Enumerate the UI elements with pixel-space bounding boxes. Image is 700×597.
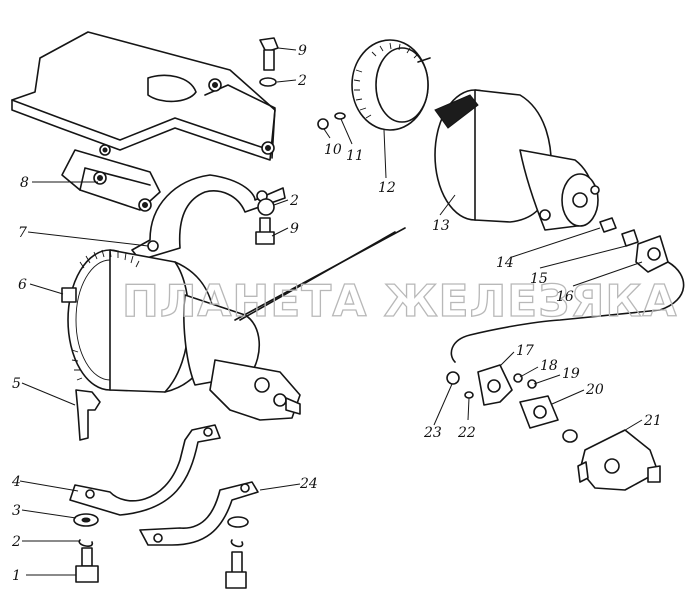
callout-9b: 9: [290, 221, 299, 237]
bearing-cage: [351, 39, 431, 131]
watermark-text: ПЛАНЕТА ЖЕЛЕЗЯКА: [122, 276, 677, 327]
callout-21: 21: [643, 413, 662, 429]
callout-6: 6: [18, 277, 27, 293]
callout-13: 13: [432, 218, 450, 234]
callout-2b: 2: [297, 73, 307, 89]
callout-2a: 2: [11, 534, 21, 550]
callout-23: 23: [423, 425, 442, 441]
mounting-bracket-plate: [11, 31, 276, 212]
callout-14: 14: [496, 255, 514, 271]
callout-17: 17: [516, 343, 534, 359]
pump-assembly-left: [61, 249, 301, 421]
callout-2c: 2: [289, 193, 299, 209]
fuel-line: [450, 261, 685, 363]
fasteners-left: [73, 389, 101, 583]
callout-3: 3: [12, 503, 21, 519]
callout-15: 15: [530, 271, 548, 287]
callout-18: 18: [540, 358, 558, 374]
washer-11: [334, 112, 346, 120]
upper-clamp: [131, 174, 286, 261]
leader-lines: [19, 47, 643, 576]
screw-10: [317, 118, 329, 130]
small-parts-right: [599, 217, 669, 273]
callout-8: 8: [20, 175, 29, 191]
callout-10: 10: [324, 142, 342, 158]
callout-5: 5: [12, 376, 21, 392]
callout-7: 7: [18, 225, 27, 241]
callout-1: 1: [12, 568, 21, 584]
lower-clamp-4: [69, 424, 221, 516]
guide-line-2: [239, 231, 396, 321]
callout-9a: 9: [298, 43, 307, 59]
lower-clamp-24: [139, 481, 259, 589]
callout-4: 4: [11, 474, 21, 490]
callout-22: 22: [457, 425, 476, 441]
callout-24: 24: [299, 476, 318, 492]
callout-19: 19: [562, 366, 580, 382]
callout-20: 20: [585, 382, 604, 398]
callout-11: 11: [346, 148, 364, 164]
valve-block-21: [577, 429, 661, 491]
callout-16: 16: [556, 289, 574, 305]
pump-body-right: [434, 89, 600, 231]
callout-12: 12: [378, 180, 396, 196]
flange-parts: [446, 364, 578, 443]
